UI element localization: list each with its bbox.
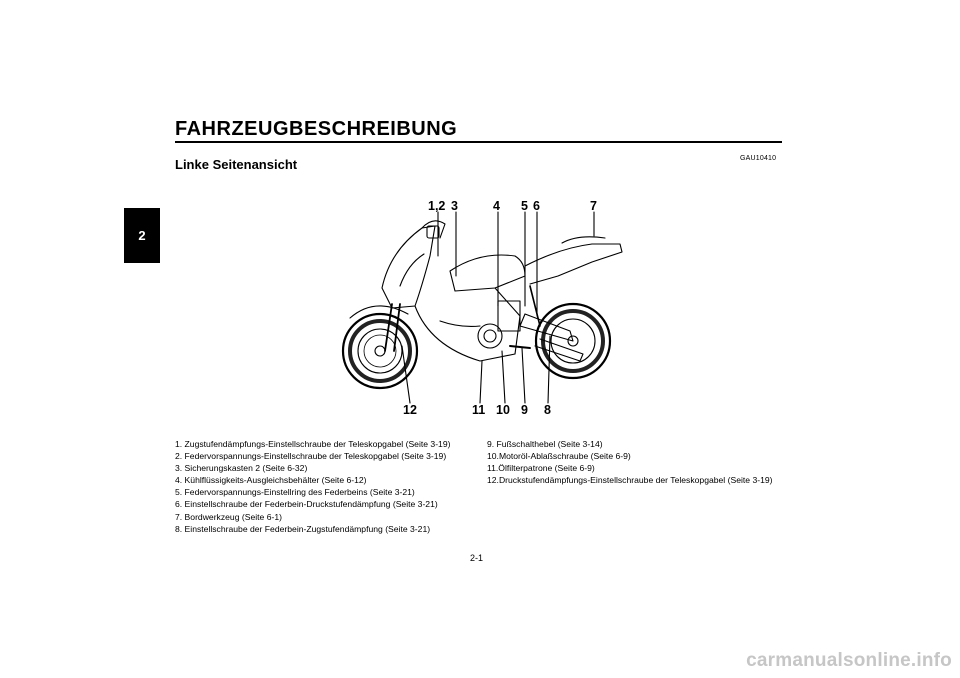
title-divider — [175, 141, 782, 143]
legend-list-left: 1. Zugstufendämpfungs-Einstellschraube d… — [175, 438, 480, 535]
legend-item: 8. Einstellschraube der Federbein-Zugstu… — [175, 523, 431, 534]
page-number: 2-1 — [470, 553, 484, 563]
callout-label: 10 — [496, 403, 510, 417]
page-title: FAHRZEUGBESCHREIBUNG — [175, 118, 458, 140]
chapter-tab-number: 2 — [138, 228, 146, 243]
motorcycle-drawing — [341, 211, 623, 404]
chapter-tab: 2 — [124, 208, 160, 263]
legend-item: 2. Federvorspannungs-Einstellschraube de… — [175, 451, 447, 462]
callout-label: 5 — [521, 199, 528, 213]
legend-item: 3. Sicherungskasten 2 (Seite 6-32) — [175, 463, 308, 474]
legend-item: 11.Ölfilterpatrone (Seite 6-9) — [487, 463, 595, 474]
legend-item: 10.Motoröl-Ablaßschraube (Seite 6-9) — [487, 451, 631, 462]
callout-label: 9 — [521, 403, 528, 417]
callout-label: 4 — [493, 199, 500, 213]
section-subtitle: Linke Seitenansicht — [175, 157, 298, 172]
legend-item: 7. Bordwerkzeug (Seite 6-1) — [175, 511, 282, 522]
legend-item: 4. Kühlflüssigkeits-Ausgleichsbehälter (… — [175, 475, 367, 486]
legend-item: 12.Druckstufendämpfungs-Einstellschraube… — [487, 475, 773, 486]
legend-item: 1. Zugstufendämpfungs-Einstellschraube d… — [175, 439, 451, 449]
legend-item: 6. Einstellschraube der Federbein-Drucks… — [175, 499, 438, 510]
callout-label: 3 — [451, 199, 458, 213]
callout-label: 12 — [403, 403, 417, 417]
callout-label: 6 — [533, 199, 540, 213]
legend-item: 9. Fußschalthebel (Seite 3-14) — [487, 439, 603, 449]
callout-label: 11 — [472, 403, 486, 417]
callout-label: 1,2 — [428, 199, 446, 213]
reference-code: GAU10410 — [740, 155, 777, 162]
callout-label: 8 — [544, 403, 551, 417]
motorcycle-illustration: 1,2 3 4 5 6 7 12 11 10 9 8 — [330, 196, 630, 421]
legend-list-right: 9. Fußschalthebel (Seite 3-14) 10.Motorö… — [487, 438, 787, 486]
callout-label: 7 — [590, 199, 597, 213]
legend-item: 5. Federvorspannungs-Einstellring des Fe… — [175, 487, 415, 498]
watermark: carmanualsonline.info — [746, 650, 952, 671]
